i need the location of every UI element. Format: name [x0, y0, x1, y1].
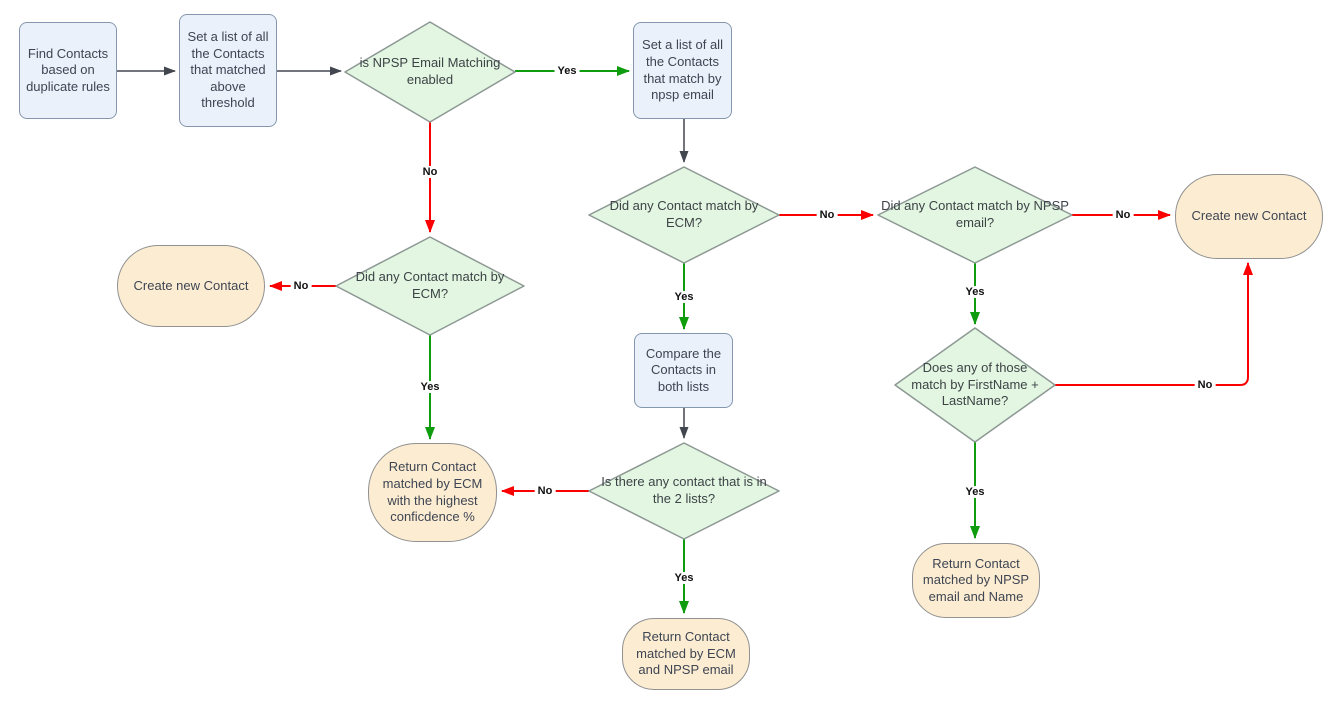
node-label: Compare the Contacts in both lists	[645, 345, 722, 394]
edge-label-yes: Yes	[671, 291, 697, 303]
node-create-new-contact-right: Create new Contact	[1175, 174, 1323, 259]
node-label: Create new Contact	[1191, 208, 1307, 224]
decision-label-npsp-email-match: Did any Contact match by NPSP email?	[880, 187, 1070, 243]
node-label: Is there any contact that is in the 2 li…	[601, 474, 767, 506]
node-return-ecm-highest: Return Contact matched by ECM with the h…	[368, 443, 497, 542]
node-set-list-npsp-email: Set a list of all the Contacts that matc…	[633, 22, 732, 119]
edge-label-no: No	[1194, 379, 1216, 391]
edge-label-no: No	[816, 209, 838, 221]
node-return-npsp-name: Return Contact matched by NPSP email and…	[912, 543, 1040, 618]
node-label: Did any Contact match by ECM?	[609, 198, 759, 230]
edge-label-yes: Yes	[554, 65, 580, 77]
edge-label-no: No	[419, 166, 441, 178]
edge-label-yes: Yes	[962, 286, 988, 298]
node-set-list-threshold: Set a list of all the Contacts that matc…	[179, 14, 277, 127]
node-label: Set a list of all the Contacts that matc…	[187, 28, 269, 111]
edge-label-yes: Yes	[417, 381, 443, 393]
decision-label-two-lists-match: Is there any contact that is in the 2 li…	[594, 456, 774, 526]
edge-label-no: No	[534, 485, 556, 497]
decision-label-ecm-match-mid: Did any Contact match by ECM?	[599, 187, 769, 243]
edge-label-yes: Yes	[671, 572, 697, 584]
decision-two-lists-match	[588, 442, 780, 540]
node-label: Return Contact matched by ECM with the h…	[382, 459, 483, 525]
decision-ecm-match-left	[335, 236, 525, 336]
node-label: Return Contact matched by ECM and NPSP e…	[636, 629, 736, 678]
node-label: is NPSP Email Matching enabled	[359, 55, 501, 87]
decision-label-ecm-match-left: Did any Contact match by ECM?	[345, 258, 515, 314]
node-create-new-contact-left: Create new Contact	[117, 245, 265, 327]
node-label: Does any of those match by FirstName + L…	[911, 360, 1039, 409]
node-label: Return Contact matched by NPSP email and…	[922, 555, 1030, 604]
node-label: Did any Contact match by ECM?	[355, 269, 505, 301]
edge-no-firstname-to-create-right	[1055, 262, 1253, 386]
node-label: Did any Contact match by NPSP email?	[881, 198, 1069, 230]
decision-ecm-match-mid	[588, 166, 780, 264]
edge-label-yes: Yes	[962, 486, 988, 498]
node-return-ecm-npsp: Return Contact matched by ECM and NPSP e…	[622, 618, 750, 690]
node-compare-lists: Compare the Contacts in both lists	[634, 333, 733, 408]
edge-label-no: No	[290, 280, 312, 292]
decision-label-npsp-matching-enabled: is NPSP Email Matching enabled	[356, 34, 504, 110]
node-label: Set a list of all the Contacts that matc…	[642, 37, 723, 103]
node-label: Create new Contact	[133, 277, 249, 293]
decision-label-firstname-lastname-match: Does any of those match by FirstName + L…	[907, 345, 1043, 425]
decision-npsp-email-match	[877, 166, 1073, 264]
edge-label-no: No	[1112, 209, 1134, 221]
decision-firstname-lastname-match	[894, 327, 1056, 443]
node-label: Find Contacts based on duplicate rules	[26, 45, 110, 94]
decision-npsp-matching-enabled	[344, 21, 516, 123]
node-find-contacts: Find Contacts based on duplicate rules	[19, 22, 117, 119]
